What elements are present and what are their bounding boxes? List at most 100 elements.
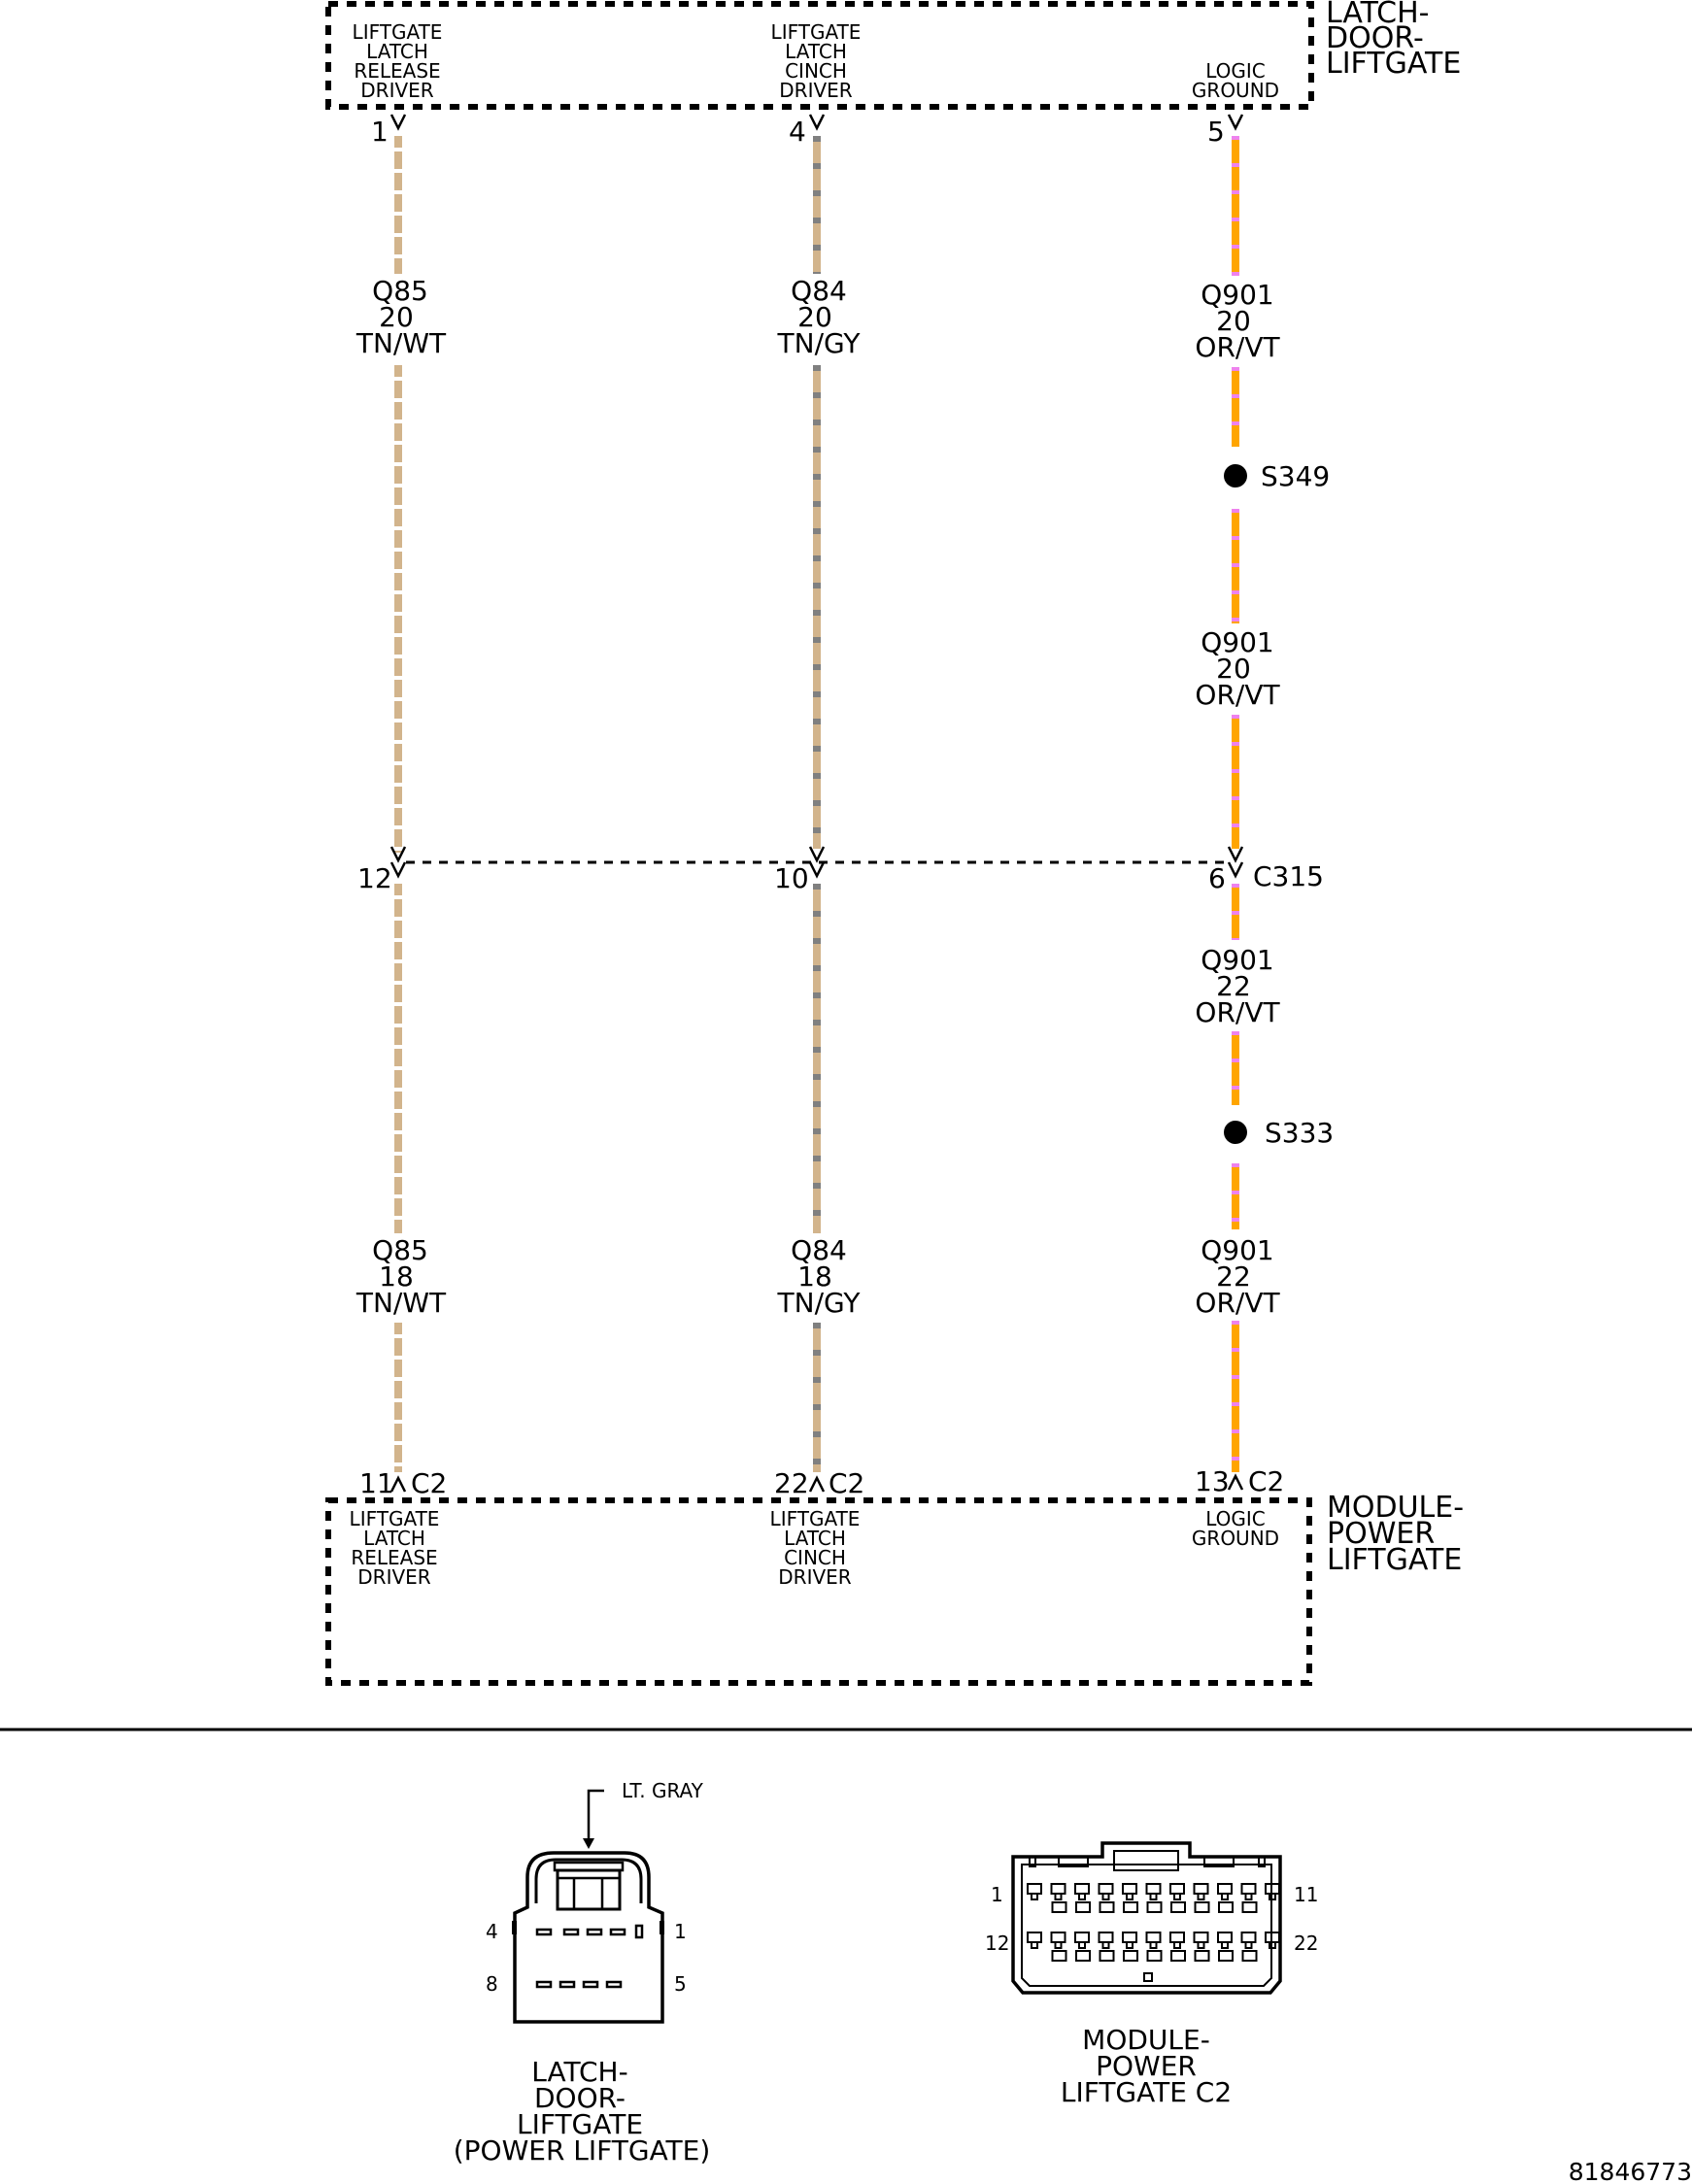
c2-terminal-latch bbox=[1101, 1893, 1110, 1900]
wire-label-mid-lower: Q84 18 TN/GY bbox=[777, 1234, 862, 1319]
svg-text:LIFTGATE: LIFTGATE bbox=[517, 2108, 643, 2140]
c2-terminal-latch bbox=[1031, 1893, 1038, 1900]
c2-cavity-lower bbox=[1051, 1950, 1067, 1962]
wire-label-left-lower: Q85 18 TN/WT bbox=[355, 1234, 447, 1319]
svg-text:Q901: Q901 bbox=[1201, 1234, 1273, 1266]
svg-text:DRIVER: DRIVER bbox=[357, 1565, 431, 1589]
c2-terminal bbox=[1145, 1883, 1162, 1895]
svg-text:DOOR-: DOOR- bbox=[534, 2082, 626, 2114]
top-connector-name-line-2: DOOR- bbox=[1326, 21, 1424, 55]
c2-terminal-latch bbox=[1221, 1893, 1229, 1900]
c2-terminal bbox=[1217, 1932, 1233, 1943]
svg-text:OR/VT: OR/VT bbox=[1195, 1287, 1280, 1319]
top-terminals bbox=[389, 114, 1244, 131]
wire-label-right-4: Q901 22 OR/VT bbox=[1195, 1234, 1280, 1319]
bottom-connector-box bbox=[325, 1497, 1312, 1686]
svg-text:TN/WT: TN/WT bbox=[355, 327, 447, 359]
c2-terminal-latch bbox=[1101, 1941, 1110, 1949]
c2-terminal-latch bbox=[1126, 1941, 1134, 1949]
top-pin-1-label: LIFTGATE LATCH RELEASE DRIVER bbox=[353, 20, 443, 102]
module-c2-connector-view: 1 11 12 22 MODULE- POWER LIFTGATE C2 bbox=[985, 1841, 1318, 2108]
svg-text:20: 20 bbox=[379, 301, 414, 333]
svg-text:Q84: Q84 bbox=[791, 275, 847, 307]
c2-terminal bbox=[1074, 1932, 1090, 1943]
svg-text:LATCH-: LATCH- bbox=[531, 2056, 627, 2088]
c2-terminal-latch bbox=[1149, 1941, 1158, 1949]
c2-pin-11: 11 bbox=[1294, 1883, 1318, 1906]
diagram-id: 81846773 bbox=[1569, 2158, 1692, 2184]
wire-label-right-1: Q901 20 OR/VT bbox=[1195, 279, 1280, 363]
bottom-pin-conn-22: C2 bbox=[829, 1467, 864, 1499]
c2-terminal-latch bbox=[1078, 1893, 1086, 1900]
c2-cavity-lower bbox=[1051, 1901, 1067, 1913]
svg-text:22: 22 bbox=[1216, 970, 1251, 1002]
c2-terminal-latch bbox=[1173, 1941, 1181, 1949]
c2-terminal-latch bbox=[1197, 1941, 1205, 1949]
c2-terminal-latch bbox=[1078, 1941, 1086, 1949]
svg-text:OR/VT: OR/VT bbox=[1195, 679, 1280, 711]
svg-text:18: 18 bbox=[379, 1260, 414, 1293]
svg-text:Q84: Q84 bbox=[791, 1234, 847, 1266]
svg-text:20: 20 bbox=[1216, 305, 1251, 337]
c2-pin-1: 1 bbox=[991, 1883, 1003, 1906]
bottom-pin-11-label: LIFTGATE LATCH RELEASE DRIVER bbox=[350, 1507, 440, 1589]
svg-text:POWER: POWER bbox=[1096, 2050, 1197, 2082]
latch-pin-8: 8 bbox=[486, 1972, 498, 1996]
svg-text:CINCH: CINCH bbox=[784, 1546, 846, 1569]
latch-pin-4: 4 bbox=[486, 1920, 498, 1943]
svg-text:LATCH: LATCH bbox=[366, 40, 428, 63]
svg-text:RELEASE: RELEASE bbox=[354, 59, 440, 83]
top-connector-box bbox=[325, 1, 1314, 110]
top-pin-5-label: LOGIC GROUND bbox=[1192, 59, 1279, 102]
svg-text:Q85: Q85 bbox=[372, 1234, 428, 1266]
c2-terminal bbox=[1169, 1883, 1185, 1895]
svg-text:LIFTGATE: LIFTGATE bbox=[771, 20, 862, 44]
svg-text:TN/GY: TN/GY bbox=[777, 327, 862, 359]
splice-s333: S333 bbox=[1224, 1117, 1334, 1149]
svg-text:LOGIC: LOGIC bbox=[1205, 1507, 1266, 1530]
svg-text:LIFTGATE: LIFTGATE bbox=[353, 20, 443, 44]
latch-pin-1: 1 bbox=[674, 1920, 687, 1943]
inline-connector-c315: 12 10 6 C315 bbox=[357, 846, 1324, 894]
c2-cavity-lower bbox=[1123, 1950, 1138, 1962]
svg-text:OR/VT: OR/VT bbox=[1195, 996, 1280, 1028]
c315-pin-10: 10 bbox=[774, 862, 809, 894]
svg-text:DRIVER: DRIVER bbox=[779, 79, 853, 102]
latch-caption: LATCH- DOOR- LIFTGATE (POWER LIFTGATE) bbox=[454, 2056, 711, 2167]
c2-terminal bbox=[1050, 1883, 1066, 1895]
c2-cavity-lower bbox=[1099, 1950, 1115, 1962]
c2-terminal-latch bbox=[1126, 1893, 1134, 1900]
svg-text:Q85: Q85 bbox=[372, 275, 428, 307]
svg-text:LATCH: LATCH bbox=[784, 1527, 846, 1550]
latch-callout-label: LT. GRAY bbox=[622, 1779, 704, 1802]
c2-terminal bbox=[1074, 1883, 1090, 1895]
top-pin-4-label: LIFTGATE LATCH CINCH DRIVER bbox=[771, 20, 862, 102]
svg-text:Q901: Q901 bbox=[1201, 626, 1273, 658]
svg-text:22: 22 bbox=[1216, 1260, 1251, 1293]
c2-terminal-latch bbox=[1197, 1893, 1205, 1900]
c2-terminal bbox=[1145, 1932, 1162, 1943]
c2-cavity-lower bbox=[1099, 1901, 1115, 1913]
svg-text:20: 20 bbox=[797, 301, 832, 333]
c2-terminal bbox=[1122, 1932, 1137, 1943]
c2-terminal-latch bbox=[1031, 1941, 1038, 1949]
top-connector-name-line-3: LIFTGATE bbox=[1326, 47, 1461, 81]
svg-text:DRIVER: DRIVER bbox=[778, 1565, 852, 1589]
c2-terminal-latch bbox=[1173, 1893, 1181, 1900]
c2-cavity-lower bbox=[1170, 1901, 1186, 1913]
c2-terminal bbox=[1027, 1883, 1042, 1895]
c2-terminal bbox=[1193, 1932, 1209, 1943]
c2-pin-12: 12 bbox=[985, 1932, 1009, 1955]
wire-label-right-3: Q901 22 OR/VT bbox=[1195, 944, 1280, 1028]
bottom-pin-13-label: LOGIC GROUND bbox=[1192, 1507, 1279, 1550]
bottom-pin-conn-11: C2 bbox=[411, 1467, 447, 1499]
svg-text:S333: S333 bbox=[1265, 1117, 1334, 1149]
c2-terminal bbox=[1240, 1932, 1257, 1943]
svg-text:LIFTGATE: LIFTGATE bbox=[350, 1507, 440, 1530]
bottom-pin-22-label: LIFTGATE LATCH CINCH DRIVER bbox=[770, 1507, 861, 1589]
c2-terminal-latch bbox=[1244, 1941, 1253, 1949]
c315-pin-12: 12 bbox=[357, 862, 392, 894]
svg-text:18: 18 bbox=[797, 1260, 832, 1293]
c2-cavity-lower bbox=[1075, 1950, 1091, 1962]
c2-terminal-latch bbox=[1244, 1893, 1253, 1900]
